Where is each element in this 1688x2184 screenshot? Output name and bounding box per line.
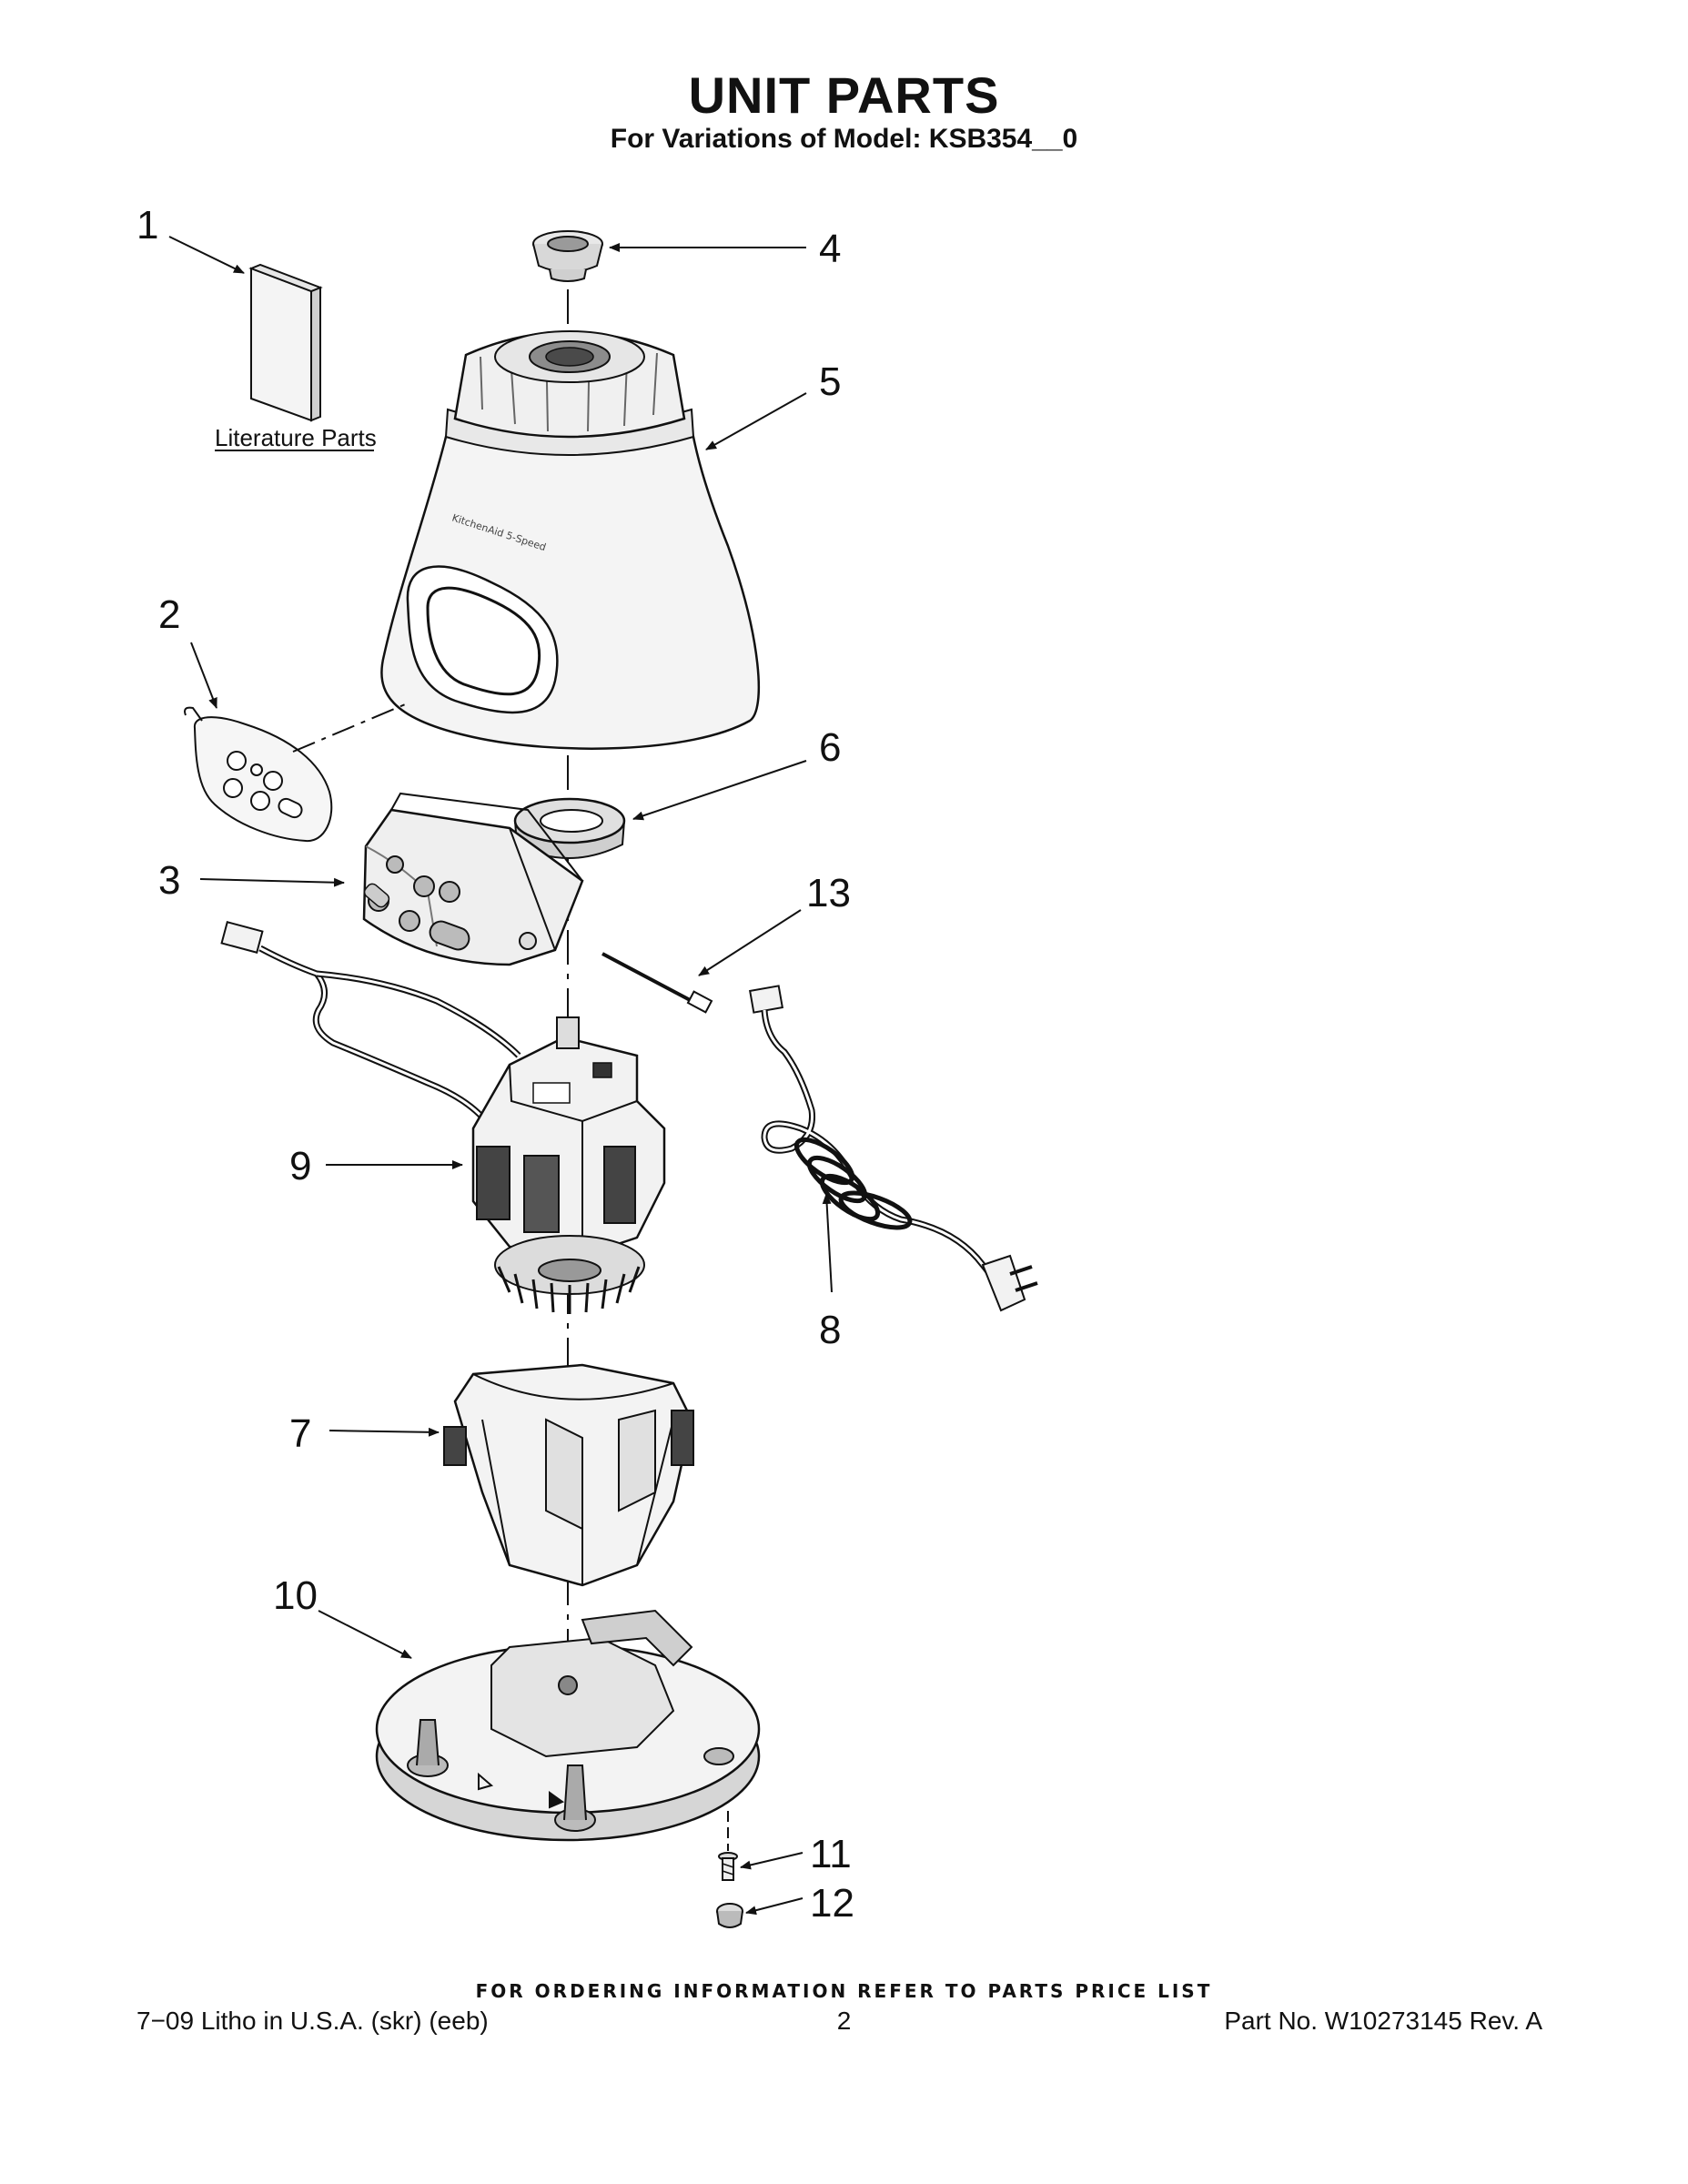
callout-7: 7 [289,1411,311,1456]
callout-1: 1 [136,203,158,248]
callout-3-arrow [199,877,345,887]
literature-parts-image [248,263,323,422]
callout-13: 13 [806,871,851,915]
callout-1-arrow [168,236,245,274]
control-wire-image [220,921,521,1131]
callout-7-arrow [329,1427,440,1437]
callout-11: 11 [810,1832,852,1876]
control-overlay-image [184,706,333,843]
callout-8: 8 [819,1308,841,1352]
callout-3: 3 [158,858,180,903]
motor-image [471,1016,666,1314]
page-title: UNIT PARTS [688,66,1000,124]
control-panel-image [362,792,584,966]
base-plate-image [375,1609,761,1842]
callout-4: 4 [819,227,841,271]
callout-8-arrow [822,1193,833,1293]
callout-13-arrow [698,909,802,976]
callout-2: 2 [158,592,180,637]
callout-11-arrow [740,1852,804,1870]
callout-6-arrow [632,760,807,821]
ordering-information: FOR ORDERING INFORMATION REFER TO PARTS … [475,1980,1213,2002]
callout-9: 9 [289,1144,311,1188]
callout-12: 12 [810,1881,854,1926]
callout-2-arrow [190,642,217,709]
screw-image [718,1811,738,1881]
base-housing-image: KitchenAid 5-Speed [380,330,761,750]
callout-10: 10 [273,1573,318,1618]
callout-5: 5 [819,359,841,404]
model-subtitle: For Variations of Model: KSB354__0 [610,124,1078,154]
drive-coupling-image [532,230,603,282]
overlay-alignment-line [292,702,410,753]
callout-10-arrow [318,1610,412,1659]
page-number: 2 [836,2007,852,2035]
wire-harness-image [601,952,713,1014]
power-cord-image [749,985,1038,1312]
litho-info: 7−09 Litho in U.S.A. (skr) (eeb) [136,2007,489,2035]
callout-6: 6 [819,725,841,770]
callout-12-arrow [745,1897,804,1916]
motor-mount-image [443,1363,694,1587]
foot-image [716,1903,743,1928]
callout-5-arrow [705,392,807,450]
literature-parts-label: Literature Parts [215,424,377,451]
part-number: Part No. W10273145 Rev. A [1224,2007,1542,2035]
